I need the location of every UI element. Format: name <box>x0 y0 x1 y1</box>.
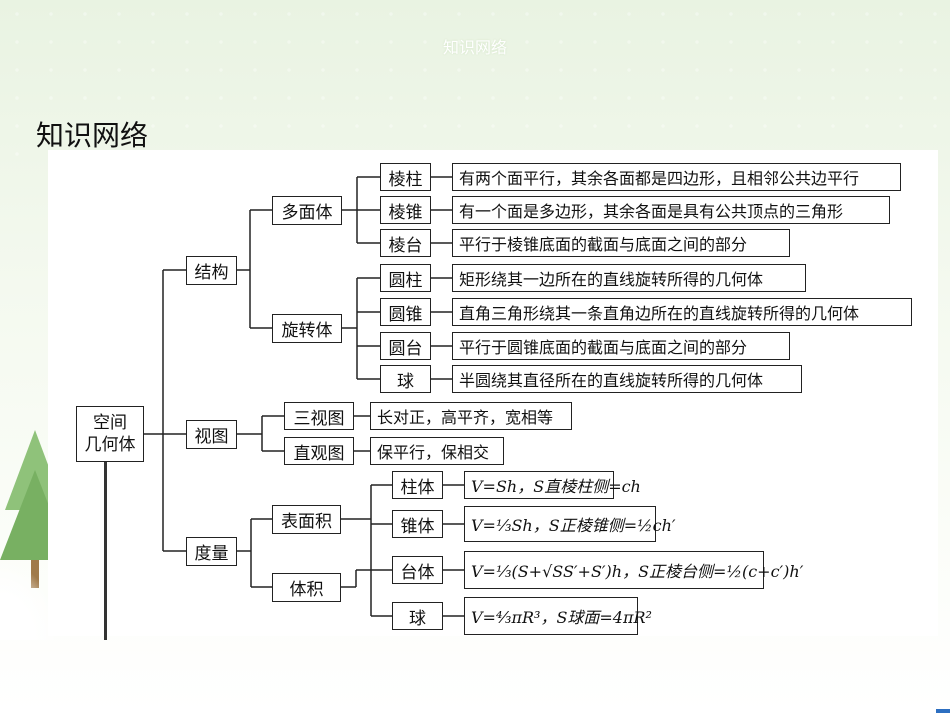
root-line1: 空间 <box>93 413 127 433</box>
node-pyramid: 棱锥 <box>380 196 431 224</box>
desc-cylinder: 矩形绕其一边所在的直线旋转所得的几何体 <box>452 264 806 292</box>
node-truncated-cone: 圆台 <box>380 332 431 360</box>
node-sphere: 球 <box>380 365 431 393</box>
node-oblique-view: 直观图 <box>284 437 354 465</box>
node-cylinder: 圆柱 <box>380 264 431 292</box>
desc-prism: 有两个面平行，其余各面都是四边形，且相邻公共边平行 <box>452 163 901 191</box>
background-pattern <box>0 0 950 160</box>
node-volume: 体积 <box>272 573 341 602</box>
node-frustum-solid: 台体 <box>392 556 443 584</box>
category-views: 视图 <box>186 420 237 449</box>
desc-frustum: 平行于棱锥底面的截面与底面之间的部分 <box>452 229 790 257</box>
node-surface-area: 表面积 <box>272 505 341 534</box>
category-measure: 度量 <box>186 537 237 566</box>
formula-sphere: V=⁴⁄₃πR³，S球面=4πR² <box>464 597 652 635</box>
desc-sphere: 半圆绕其直径所在的直线旋转所得的几何体 <box>452 365 802 393</box>
formula-frustum: V=⅓(S+√SS′+S′)h，S正棱台侧=½(c+c′)h′ <box>464 551 803 589</box>
node-polyhedron: 多面体 <box>272 196 342 225</box>
banner-title: 知识网络 <box>442 38 507 57</box>
node-three-views: 三视图 <box>284 402 354 430</box>
node-prism: 棱柱 <box>380 163 431 191</box>
node-sphere-solid: 球 <box>392 602 443 630</box>
node-prism-solid: 柱体 <box>392 471 443 499</box>
root-node: 空间 几何体 <box>76 406 144 462</box>
desc-oblique-view: 保平行，保相交 <box>370 437 504 465</box>
category-structure: 结构 <box>186 256 237 285</box>
node-cone: 圆锥 <box>380 298 431 326</box>
desc-pyramid: 有一个面是多边形，其余各面是具有公共顶点的三角形 <box>452 196 890 224</box>
formula-cone: V=⅓Sh，S正棱锥侧=½ch′ <box>464 506 676 542</box>
node-revolution: 旋转体 <box>272 314 342 343</box>
node-frustum: 棱台 <box>380 229 431 257</box>
root-trunk-line <box>104 460 107 640</box>
desc-truncated-cone: 平行于圆锥底面的截面与底面之间的部分 <box>452 332 790 360</box>
page-title: 知识网络 <box>36 119 149 152</box>
desc-cone: 直角三角形绕其一条直角边所在的直线旋转所得的几何体 <box>452 298 912 326</box>
corner-accent <box>936 709 950 713</box>
node-cone-solid: 锥体 <box>392 510 443 538</box>
root-line2: 几何体 <box>84 435 136 455</box>
desc-three-views: 长对正，高平齐，宽相等 <box>370 402 572 430</box>
formula-prism: V=Sh，S直棱柱侧=ch <box>464 471 641 499</box>
